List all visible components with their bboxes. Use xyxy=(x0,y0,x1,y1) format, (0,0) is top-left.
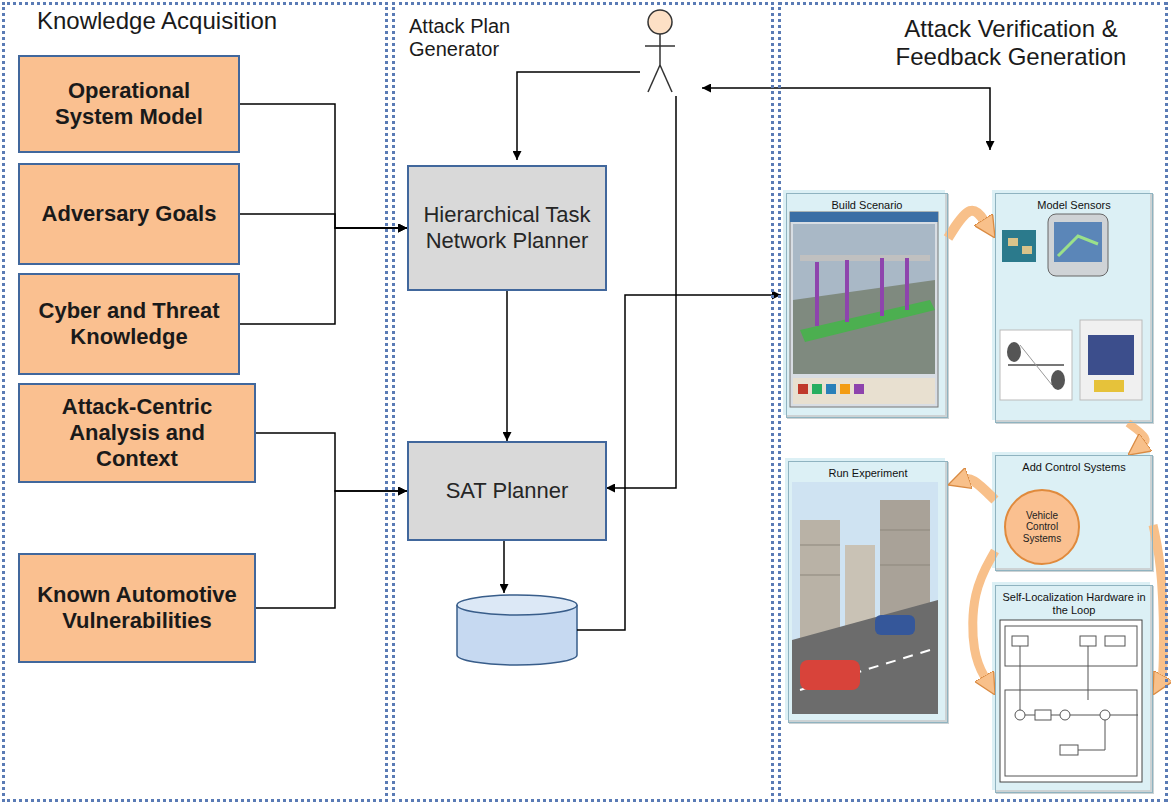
connector-line xyxy=(256,491,407,608)
box-label: Self-Localization Hardware in the Loop xyxy=(1000,591,1148,617)
knowledge-box: Attack-Centric Analysis and Context xyxy=(18,383,256,483)
block-diagram xyxy=(1000,620,1142,782)
knowledge-box: Cyber and Threat Knowledge xyxy=(18,273,240,375)
connector-line xyxy=(240,228,407,324)
box-label: Hierarchical Task Network Planner xyxy=(415,202,599,254)
box-label: SAT Planner xyxy=(446,478,569,504)
box-label: Operational System Model xyxy=(26,78,232,130)
knowledge-box: Operational System Model xyxy=(18,55,240,153)
tool-card: Self-Localization Hardware in the Loop xyxy=(995,585,1153,793)
box-label: Vehicle Control Systems xyxy=(1010,510,1074,545)
region-panel: Attack Verification & Feedback Generatio… xyxy=(778,2,1168,802)
flow-arrow xyxy=(973,551,995,681)
tool-card: Model Sensors xyxy=(995,193,1153,423)
card-backgrounds xyxy=(783,190,1154,794)
connector-line xyxy=(240,104,407,228)
flow-arrow xyxy=(1153,525,1163,681)
box-label: Run Experiment xyxy=(793,467,943,480)
connector-line xyxy=(240,214,407,228)
region-panel: Attack Plan GeneratorHierarchical Task N… xyxy=(392,2,774,802)
box-label: Cyber and Threat Knowledge xyxy=(26,298,232,350)
plan-link xyxy=(503,540,505,593)
region-title: Attack Verification & Feedback Generatio… xyxy=(861,15,1161,70)
feedback-link xyxy=(702,88,990,150)
database-cylinder xyxy=(457,595,577,665)
tool-card: Run Experiment xyxy=(788,461,948,723)
box-label: Model Sensors xyxy=(1000,199,1148,212)
planner-box: SAT Planner xyxy=(407,441,607,541)
control-circle: Vehicle Control Systems xyxy=(1004,489,1080,565)
knowledge-box: Known Automotive Vulnerabilities xyxy=(18,553,256,663)
scenario-screenshot xyxy=(790,212,938,407)
connector-line xyxy=(506,291,508,441)
user-icon xyxy=(645,10,675,92)
user-link xyxy=(517,72,640,160)
region-panel: Knowledge AcquisitionOperational System … xyxy=(2,2,388,802)
connector-line xyxy=(256,433,407,491)
sensor-pictures xyxy=(1000,214,1142,400)
flow-arrow xyxy=(963,479,995,500)
box-label: Known Automotive Vulnerabilities xyxy=(26,582,248,634)
region-title: Attack Plan Generator xyxy=(409,15,569,61)
planner-box: Hierarchical Task Network Planner xyxy=(407,165,607,291)
flow-arrow xyxy=(948,211,986,238)
tool-card: Add Control SystemsVehicle Control Syste… xyxy=(995,455,1153,571)
city-scene xyxy=(792,482,938,714)
box-label: Add Control Systems xyxy=(1000,461,1148,474)
plan-link xyxy=(577,295,781,630)
tool-card: Build Scenario xyxy=(786,193,948,418)
knowledge-box: Adversary Goals xyxy=(18,163,240,265)
box-label: Attack-Centric Analysis and Context xyxy=(26,394,248,472)
user-link xyxy=(606,96,676,488)
flow-arrow xyxy=(1128,423,1146,446)
box-label: Adversary Goals xyxy=(42,201,217,227)
box-label: Build Scenario xyxy=(791,199,943,212)
region-title: Knowledge Acquisition xyxy=(37,7,377,35)
